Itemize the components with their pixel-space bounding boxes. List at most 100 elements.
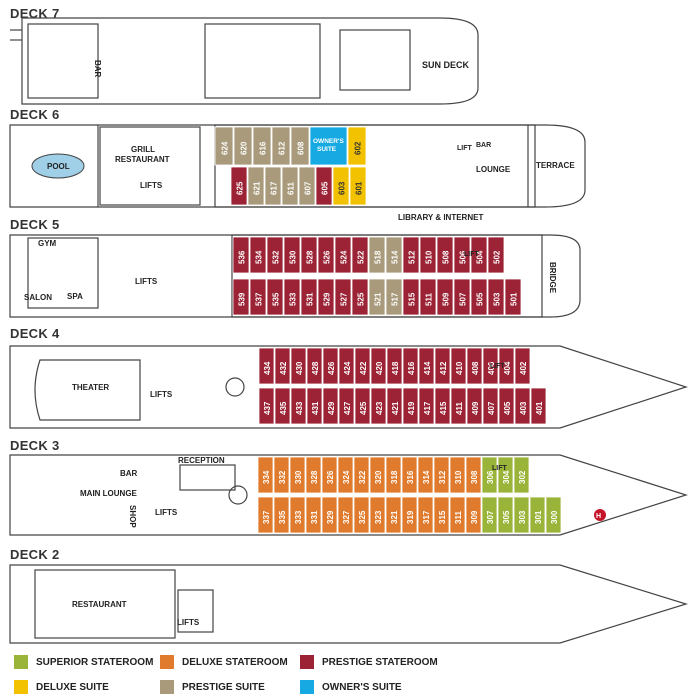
cabin-435[interactable]: 435: [274, 387, 291, 425]
cabin-407[interactable]: 407: [482, 387, 499, 425]
cabin-319[interactable]: 319: [401, 496, 418, 534]
cabin-315[interactable]: 315: [433, 496, 450, 534]
cabin-501[interactable]: 501: [504, 278, 522, 316]
cabin-608[interactable]: 608: [290, 126, 310, 166]
cabin-332[interactable]: 332: [273, 456, 290, 494]
cabin-300[interactable]: 300: [545, 496, 562, 534]
cabin-607[interactable]: 607: [298, 166, 316, 206]
cabin-425[interactable]: 425: [354, 387, 371, 425]
cabin-526[interactable]: 526: [317, 236, 335, 274]
cabin-605[interactable]: 605: [315, 166, 333, 206]
cabin-617[interactable]: 617: [264, 166, 282, 206]
cabin-404[interactable]: 404: [498, 347, 515, 385]
cabin-308[interactable]: 308: [465, 456, 482, 494]
cabin-511[interactable]: 511: [419, 278, 437, 316]
cabin-502[interactable]: 502: [487, 236, 505, 274]
cabin-536[interactable]: 536: [232, 236, 250, 274]
cabin-307[interactable]: 307: [481, 496, 498, 534]
cabin-311[interactable]: 311: [449, 496, 466, 534]
cabin-303[interactable]: 303: [513, 496, 530, 534]
cabin-312[interactable]: 312: [433, 456, 450, 494]
cabin-401[interactable]: 401: [530, 387, 547, 425]
cabin-506[interactable]: 506: [453, 236, 471, 274]
cabin-410[interactable]: 410: [450, 347, 467, 385]
cabin-620[interactable]: 620: [233, 126, 253, 166]
cabin-302[interactable]: 302: [513, 456, 530, 494]
cabin-625[interactable]: 625: [230, 166, 248, 206]
cabin-330[interactable]: 330: [289, 456, 306, 494]
cabin-427[interactable]: 427: [338, 387, 355, 425]
cabin-503[interactable]: 503: [487, 278, 505, 316]
cabin-522[interactable]: 522: [351, 236, 369, 274]
cabin-415[interactable]: 415: [434, 387, 451, 425]
cabin-334[interactable]: 334: [257, 456, 274, 494]
cabin-322[interactable]: 322: [353, 456, 370, 494]
cabin-317[interactable]: 317: [417, 496, 434, 534]
cabin-509[interactable]: 509: [436, 278, 454, 316]
cabin-422[interactable]: 422: [354, 347, 371, 385]
cabin-310[interactable]: 310: [449, 456, 466, 494]
cabin-437[interactable]: 437: [258, 387, 275, 425]
cabin-433[interactable]: 433: [290, 387, 307, 425]
cabin-406[interactable]: 406: [482, 347, 499, 385]
cabin-331[interactable]: 331: [305, 496, 322, 534]
cabin-539[interactable]: 539: [232, 278, 250, 316]
cabin-505[interactable]: 505: [470, 278, 488, 316]
cabin-531[interactable]: 531: [300, 278, 318, 316]
cabin-530[interactable]: 530: [283, 236, 301, 274]
cabin-529[interactable]: 529: [317, 278, 335, 316]
cabin-305[interactable]: 305: [497, 496, 514, 534]
cabin-532[interactable]: 532: [266, 236, 284, 274]
cabin-537[interactable]: 537: [249, 278, 267, 316]
cabin-504[interactable]: 504: [470, 236, 488, 274]
cabin-408[interactable]: 408: [466, 347, 483, 385]
cabin-528[interactable]: 528: [300, 236, 318, 274]
cabin-517[interactable]: 517: [385, 278, 403, 316]
cabin-432[interactable]: 432: [274, 347, 291, 385]
cabin-403[interactable]: 403: [514, 387, 531, 425]
cabin-535[interactable]: 535: [266, 278, 284, 316]
cabin-329[interactable]: 329: [321, 496, 338, 534]
cabin-524[interactable]: 524: [334, 236, 352, 274]
cabin-514[interactable]: 514: [385, 236, 403, 274]
cabin-318[interactable]: 318: [385, 456, 402, 494]
cabin-508[interactable]: 508: [436, 236, 454, 274]
cabin-510[interactable]: 510: [419, 236, 437, 274]
cabin-603[interactable]: 603: [332, 166, 350, 206]
cabin-411[interactable]: 411: [450, 387, 467, 425]
cabin-419[interactable]: 419: [402, 387, 419, 425]
cabin-515[interactable]: 515: [402, 278, 420, 316]
cabin-337[interactable]: 337: [257, 496, 274, 534]
cabin-420[interactable]: 420: [370, 347, 387, 385]
cabin-326[interactable]: 326: [321, 456, 338, 494]
cabin-601[interactable]: 601: [349, 166, 367, 206]
cabin-429[interactable]: 429: [322, 387, 339, 425]
cabin-507[interactable]: 507: [453, 278, 471, 316]
cabin-533[interactable]: 533: [283, 278, 301, 316]
cabin-416[interactable]: 416: [402, 347, 419, 385]
cabin-333[interactable]: 333: [289, 496, 306, 534]
cabin-320[interactable]: 320: [369, 456, 386, 494]
cabin-325[interactable]: 325: [353, 496, 370, 534]
cabin-314[interactable]: 314: [417, 456, 434, 494]
cabin-424[interactable]: 424: [338, 347, 355, 385]
cabin-421[interactable]: 421: [386, 387, 403, 425]
cabin-602[interactable]: 602: [347, 126, 367, 166]
cabin-335[interactable]: 335: [273, 496, 290, 534]
cabin-534[interactable]: 534: [249, 236, 267, 274]
cabin-405[interactable]: 405: [498, 387, 515, 425]
cabin-428[interactable]: 428: [306, 347, 323, 385]
cabin-430[interactable]: 430: [290, 347, 307, 385]
cabin-304[interactable]: 304: [497, 456, 514, 494]
cabin-327[interactable]: 327: [337, 496, 354, 534]
cabin-412[interactable]: 412: [434, 347, 451, 385]
cabin-316[interactable]: 316: [401, 456, 418, 494]
cabin-434[interactable]: 434: [258, 347, 275, 385]
cabin-521[interactable]: 521: [368, 278, 386, 316]
cabin-402[interactable]: 402: [514, 347, 531, 385]
cabin-616[interactable]: 616: [252, 126, 272, 166]
cabin-527[interactable]: 527: [334, 278, 352, 316]
cabin-321[interactable]: 321: [385, 496, 402, 534]
cabin-418[interactable]: 418: [386, 347, 403, 385]
